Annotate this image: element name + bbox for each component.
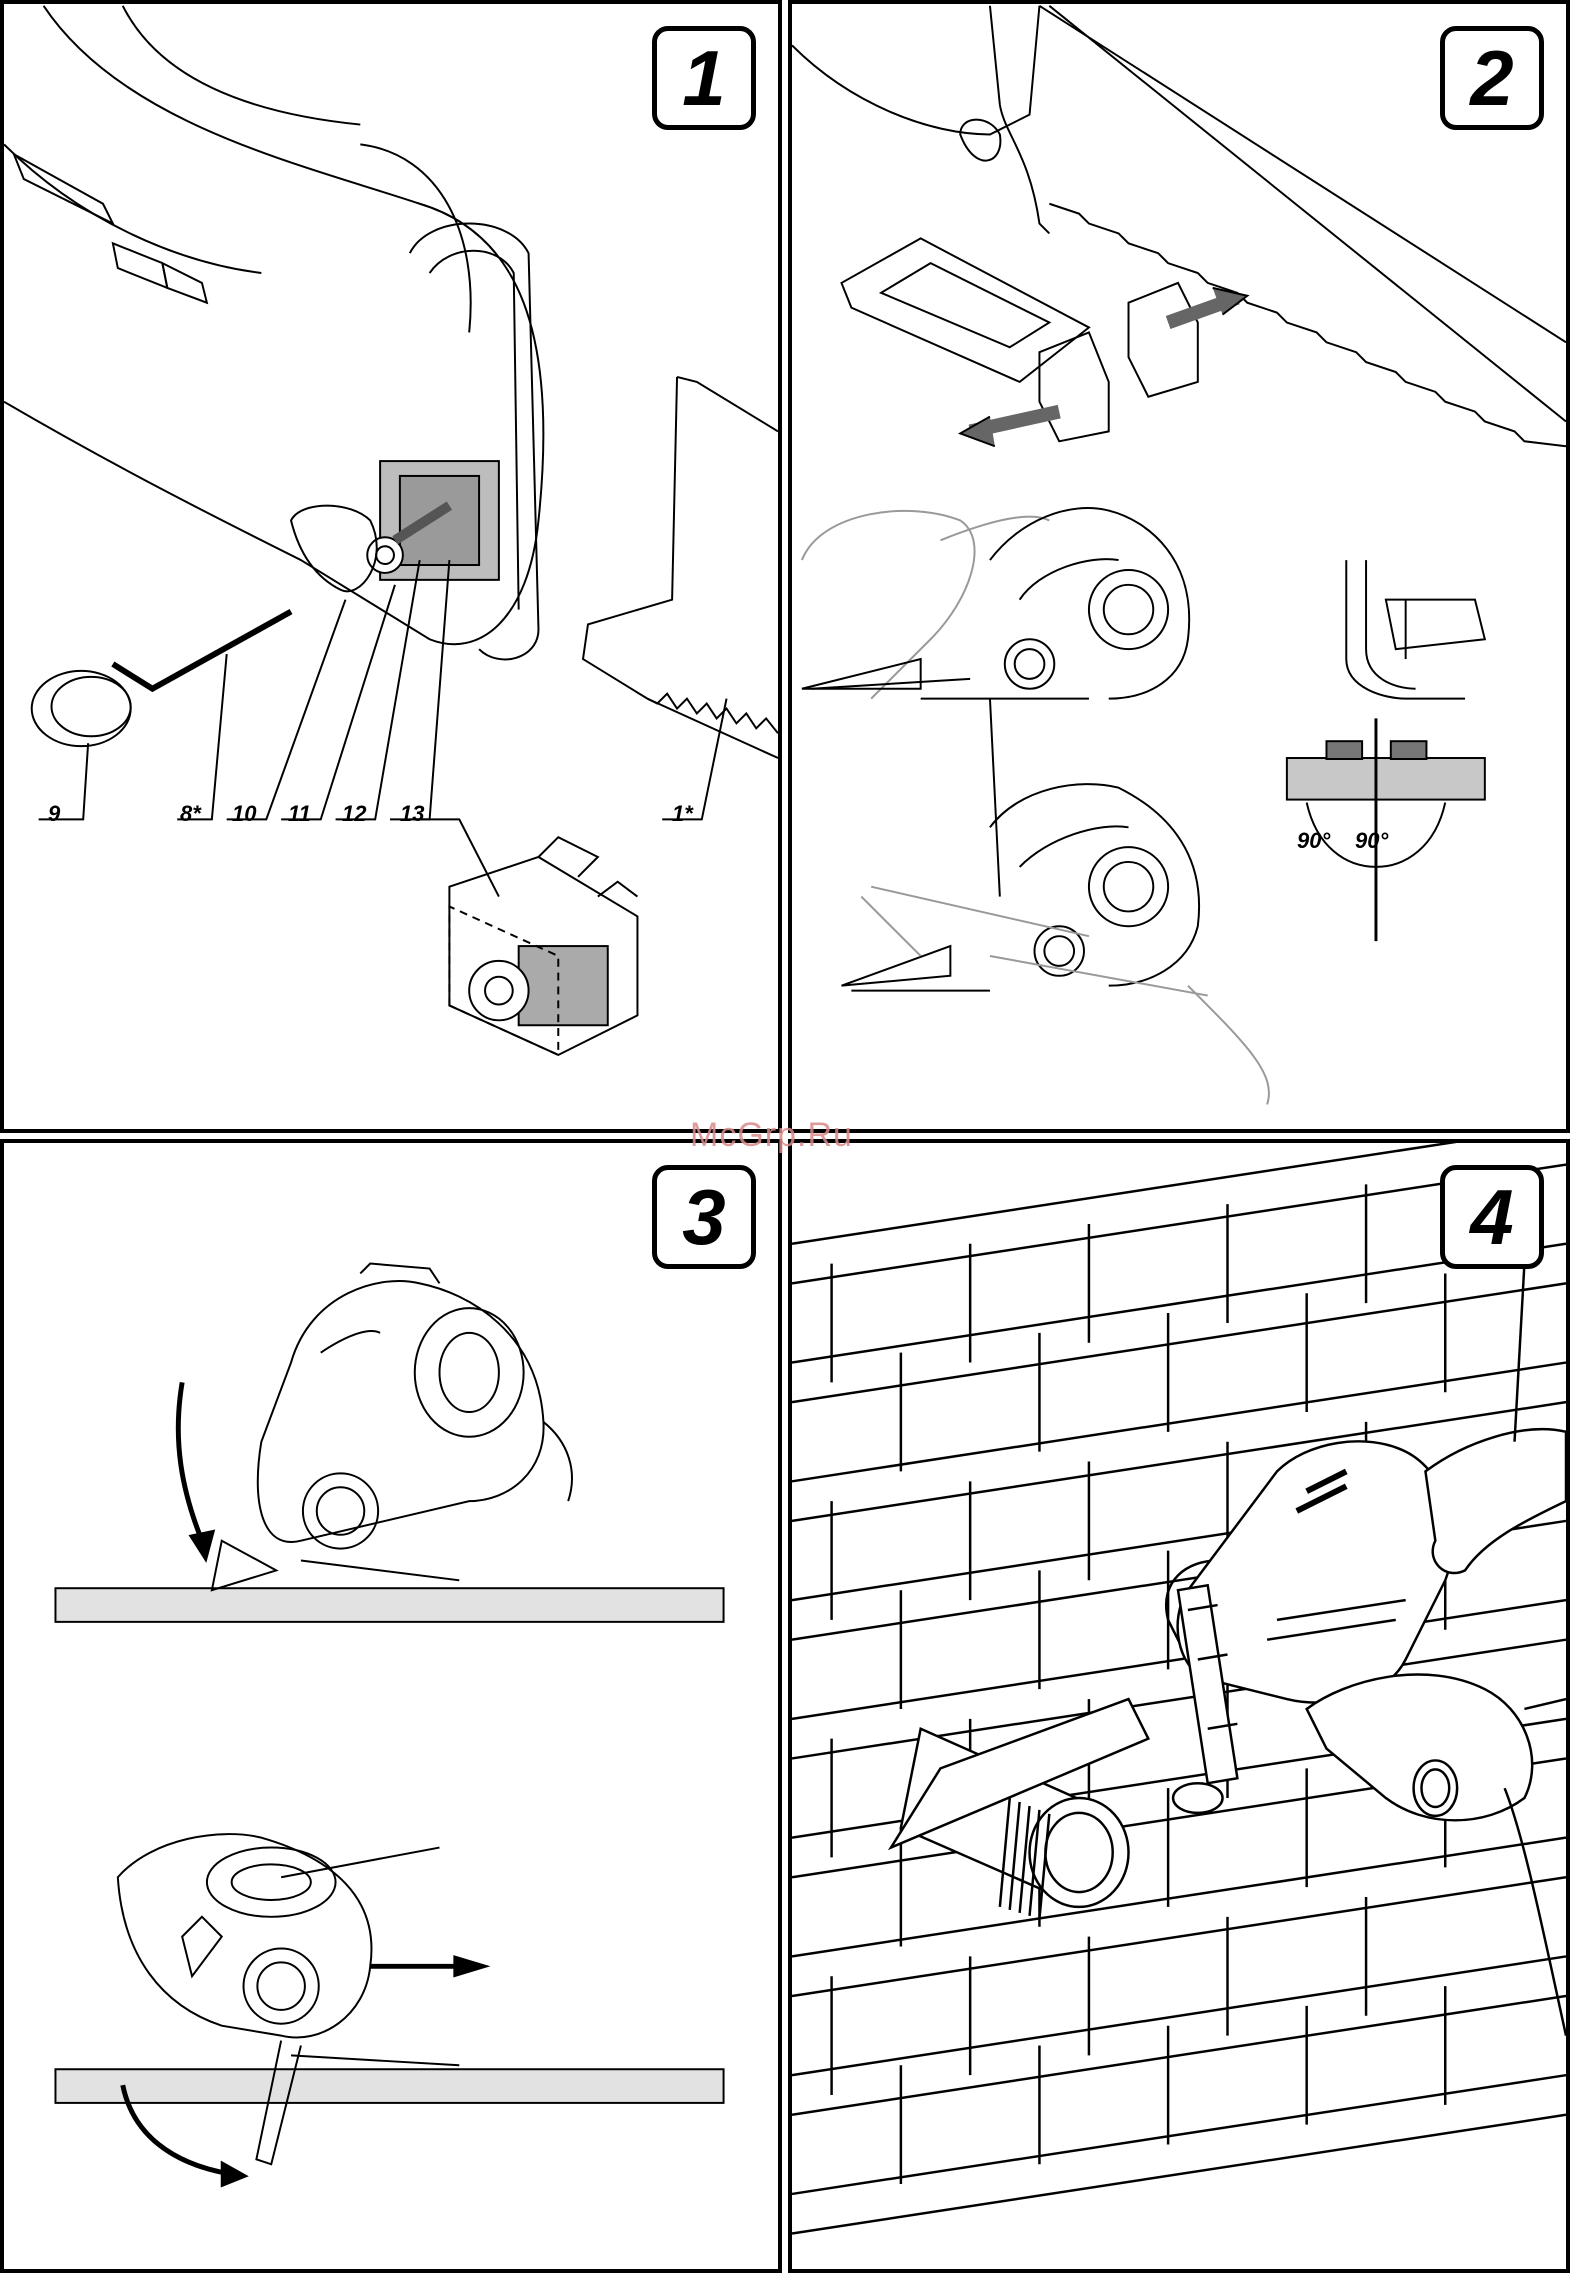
step-number-badge: 2 [1440,26,1544,130]
callout-13: 13 [400,801,424,827]
callout-12: 12 [342,801,366,827]
shoe-adjust-illustration [792,4,1566,1129]
angle-label-left: 90° [1297,828,1330,854]
callout-9: 9 [48,801,60,827]
plunge-cut-illustration [4,1143,778,2269]
callout-8: 8* [180,801,201,827]
step-number-badge: 4 [1440,1165,1544,1269]
panel-3-plunge-cut: 3 [0,1139,782,2273]
panel-1-blade-clamp: 1 9 8* 10 11 12 13 1* [0,0,782,1133]
callout-1: 1* [672,801,693,827]
callout-10: 10 [232,801,256,827]
callout-11: 11 [288,801,311,827]
step-number-badge: 1 [652,26,756,130]
wall-cutting-illustration [792,1143,1566,2269]
panel-4-wall-cutting: 4 [788,1139,1570,2273]
angle-label-right: 90° [1355,828,1388,854]
panel-2-shoe-adjust: 2 90° 90° [788,0,1570,1133]
step-number-badge: 3 [652,1165,756,1269]
blade-clamp-illustration [4,4,778,1129]
watermark: McGrp.Ru [690,1116,853,1155]
